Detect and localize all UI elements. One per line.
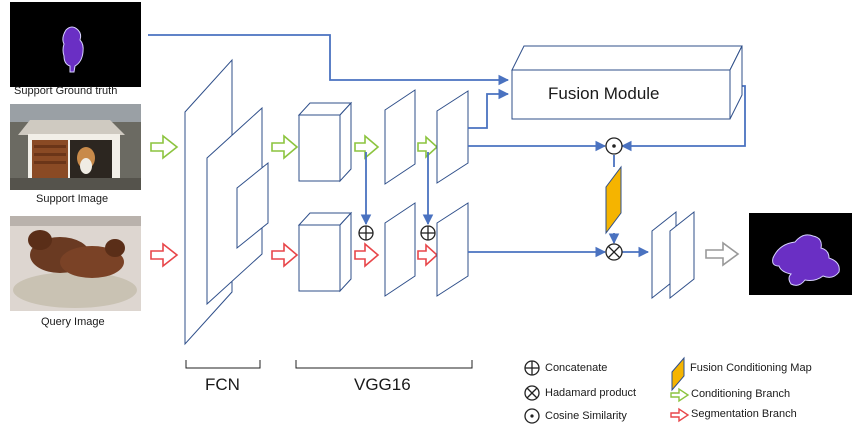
vgg-planes [384, 89, 469, 297]
legend-hadamard-label: Hadamard product [545, 387, 637, 399]
legend-cosine-label: Cosine Similarity [545, 410, 627, 422]
query-image [10, 216, 141, 311]
vgg-mid-conditioning-arrow-2 [417, 135, 439, 159]
fusion-conditioning-map [605, 165, 622, 235]
conditioning-input-arrow [150, 134, 179, 160]
legend-segmentation-arrow-icon [670, 407, 690, 423]
fcn-to-vgg-conditioning-arrow [271, 134, 299, 160]
legend-fusion-map-icon [671, 356, 685, 392]
concatenate-symbol-1 [358, 225, 374, 241]
legend-concatenate-icon [524, 360, 540, 376]
legend-cosine-icon [524, 408, 540, 424]
connector-lines [148, 34, 746, 258]
fcn-block [184, 58, 269, 346]
fcn-bracket [185, 360, 261, 369]
vgg-mid-segmentation-arrow-1 [354, 242, 380, 268]
fusion-module-box [511, 45, 743, 120]
support-image-label: Support Image [36, 193, 109, 205]
vgg-cube-conditioning [297, 101, 353, 183]
output-planes [651, 210, 695, 300]
vgg-bracket [295, 360, 473, 369]
fusion-module-label: Fusion Module [548, 84, 660, 103]
vgg-mid-segmentation-arrow-2 [417, 243, 439, 267]
fcn-label: FCN [205, 375, 240, 394]
support-ground-truth-label: Support Ground truth [14, 85, 118, 97]
output-segmentation-mask [749, 213, 852, 295]
segmentation-input-arrow [150, 242, 179, 268]
fcn-to-vgg-segmentation-arrow [271, 242, 299, 268]
legend-conditioning-arrow-icon [670, 387, 690, 403]
support-ground-truth-image [10, 2, 141, 87]
vgg-mid-conditioning-arrow-1 [354, 134, 380, 160]
concatenate-symbol-2 [420, 225, 436, 241]
vgg-cube-segmentation [297, 211, 353, 293]
cosine-similarity-symbol [605, 137, 623, 155]
legend-fusion-map-label: Fusion Conditioning Map [690, 362, 812, 374]
output-arrow [705, 241, 740, 267]
hadamard-product-symbol [605, 243, 623, 261]
legend-concatenate-label: Concatenate [545, 362, 608, 374]
query-image-label: Query Image [41, 316, 105, 328]
legend-hadamard-icon [524, 385, 540, 401]
vgg16-label: VGG16 [354, 375, 411, 394]
legend-conditioning-label: Conditioning Branch [691, 388, 791, 400]
legend-segmentation-label: Segmentation Branch [691, 408, 797, 420]
support-image [10, 104, 141, 190]
